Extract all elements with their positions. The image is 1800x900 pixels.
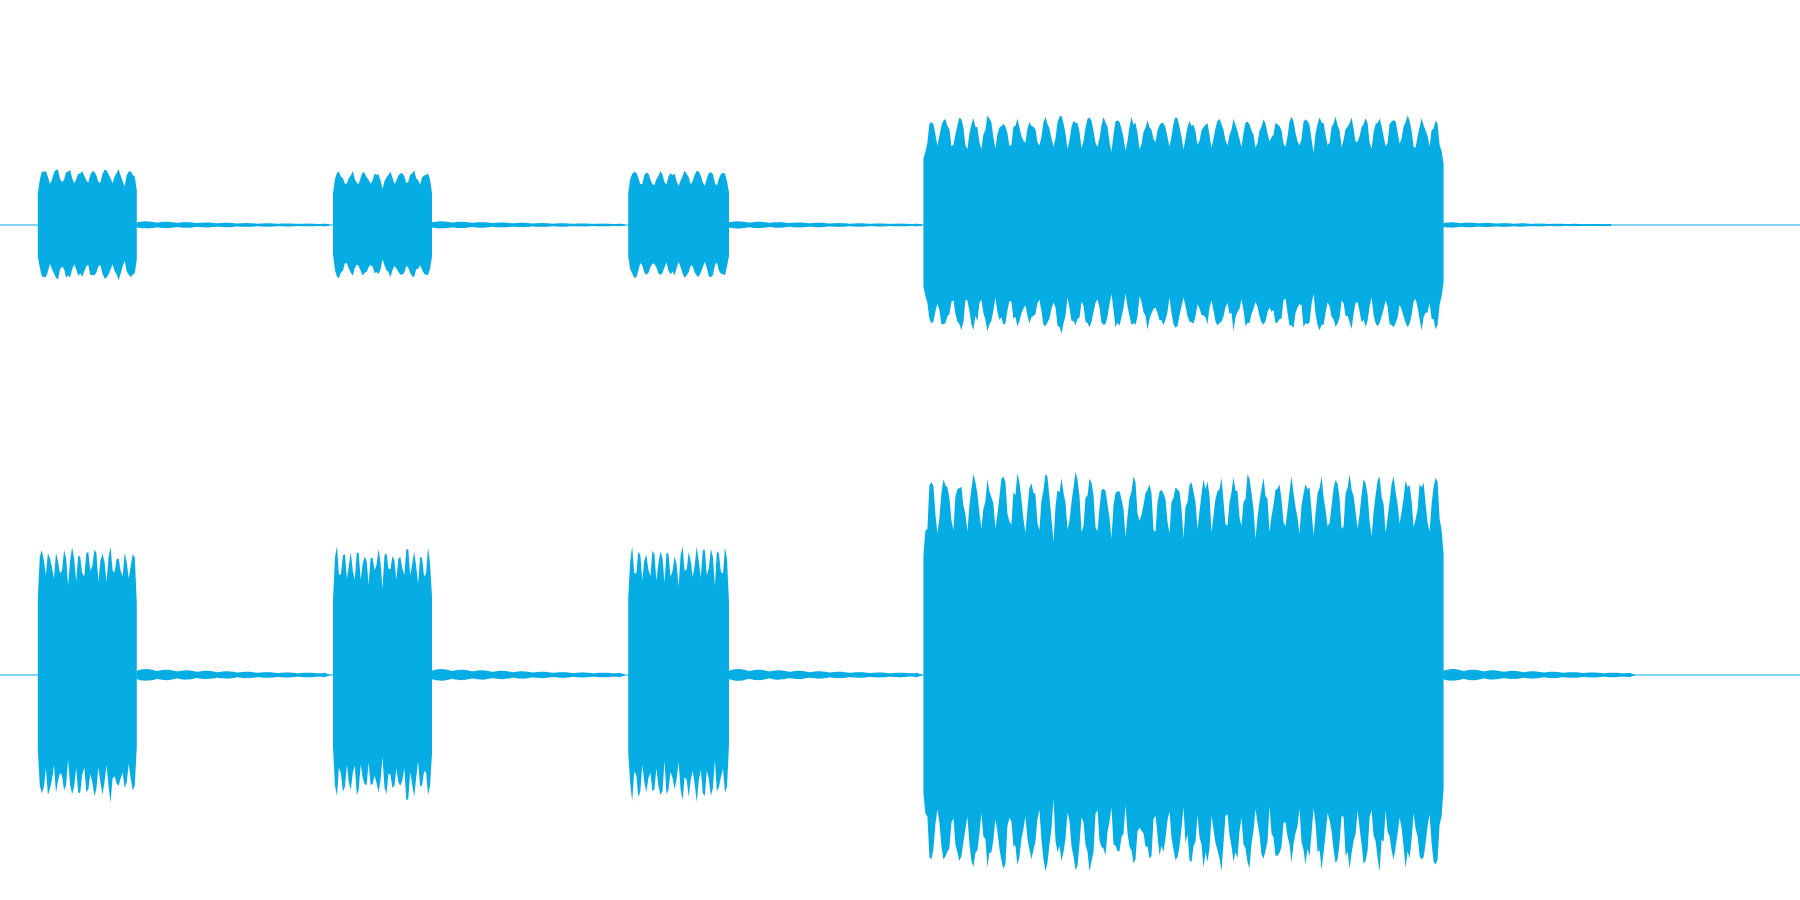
decay-tail-2 xyxy=(136,221,330,229)
decay-tail-8 xyxy=(1443,222,1611,228)
tone-burst-7 xyxy=(923,471,1444,872)
tone-burst-3 xyxy=(333,170,432,279)
decay-tail-8 xyxy=(1443,669,1635,681)
tone-burst-5 xyxy=(628,170,729,278)
tone-burst-1 xyxy=(37,169,137,281)
decay-tail-6 xyxy=(729,221,922,229)
tone-burst-1 xyxy=(37,546,137,803)
decay-tail-4 xyxy=(432,669,625,681)
channel-1 xyxy=(0,115,1800,334)
tone-burst-5 xyxy=(628,546,729,803)
channel-2 xyxy=(0,471,1800,872)
decay-tail-6 xyxy=(729,669,922,681)
tone-burst-3 xyxy=(333,545,432,800)
tone-burst-7 xyxy=(923,115,1444,334)
decay-tail-4 xyxy=(432,221,625,229)
decay-tail-2 xyxy=(136,669,330,681)
